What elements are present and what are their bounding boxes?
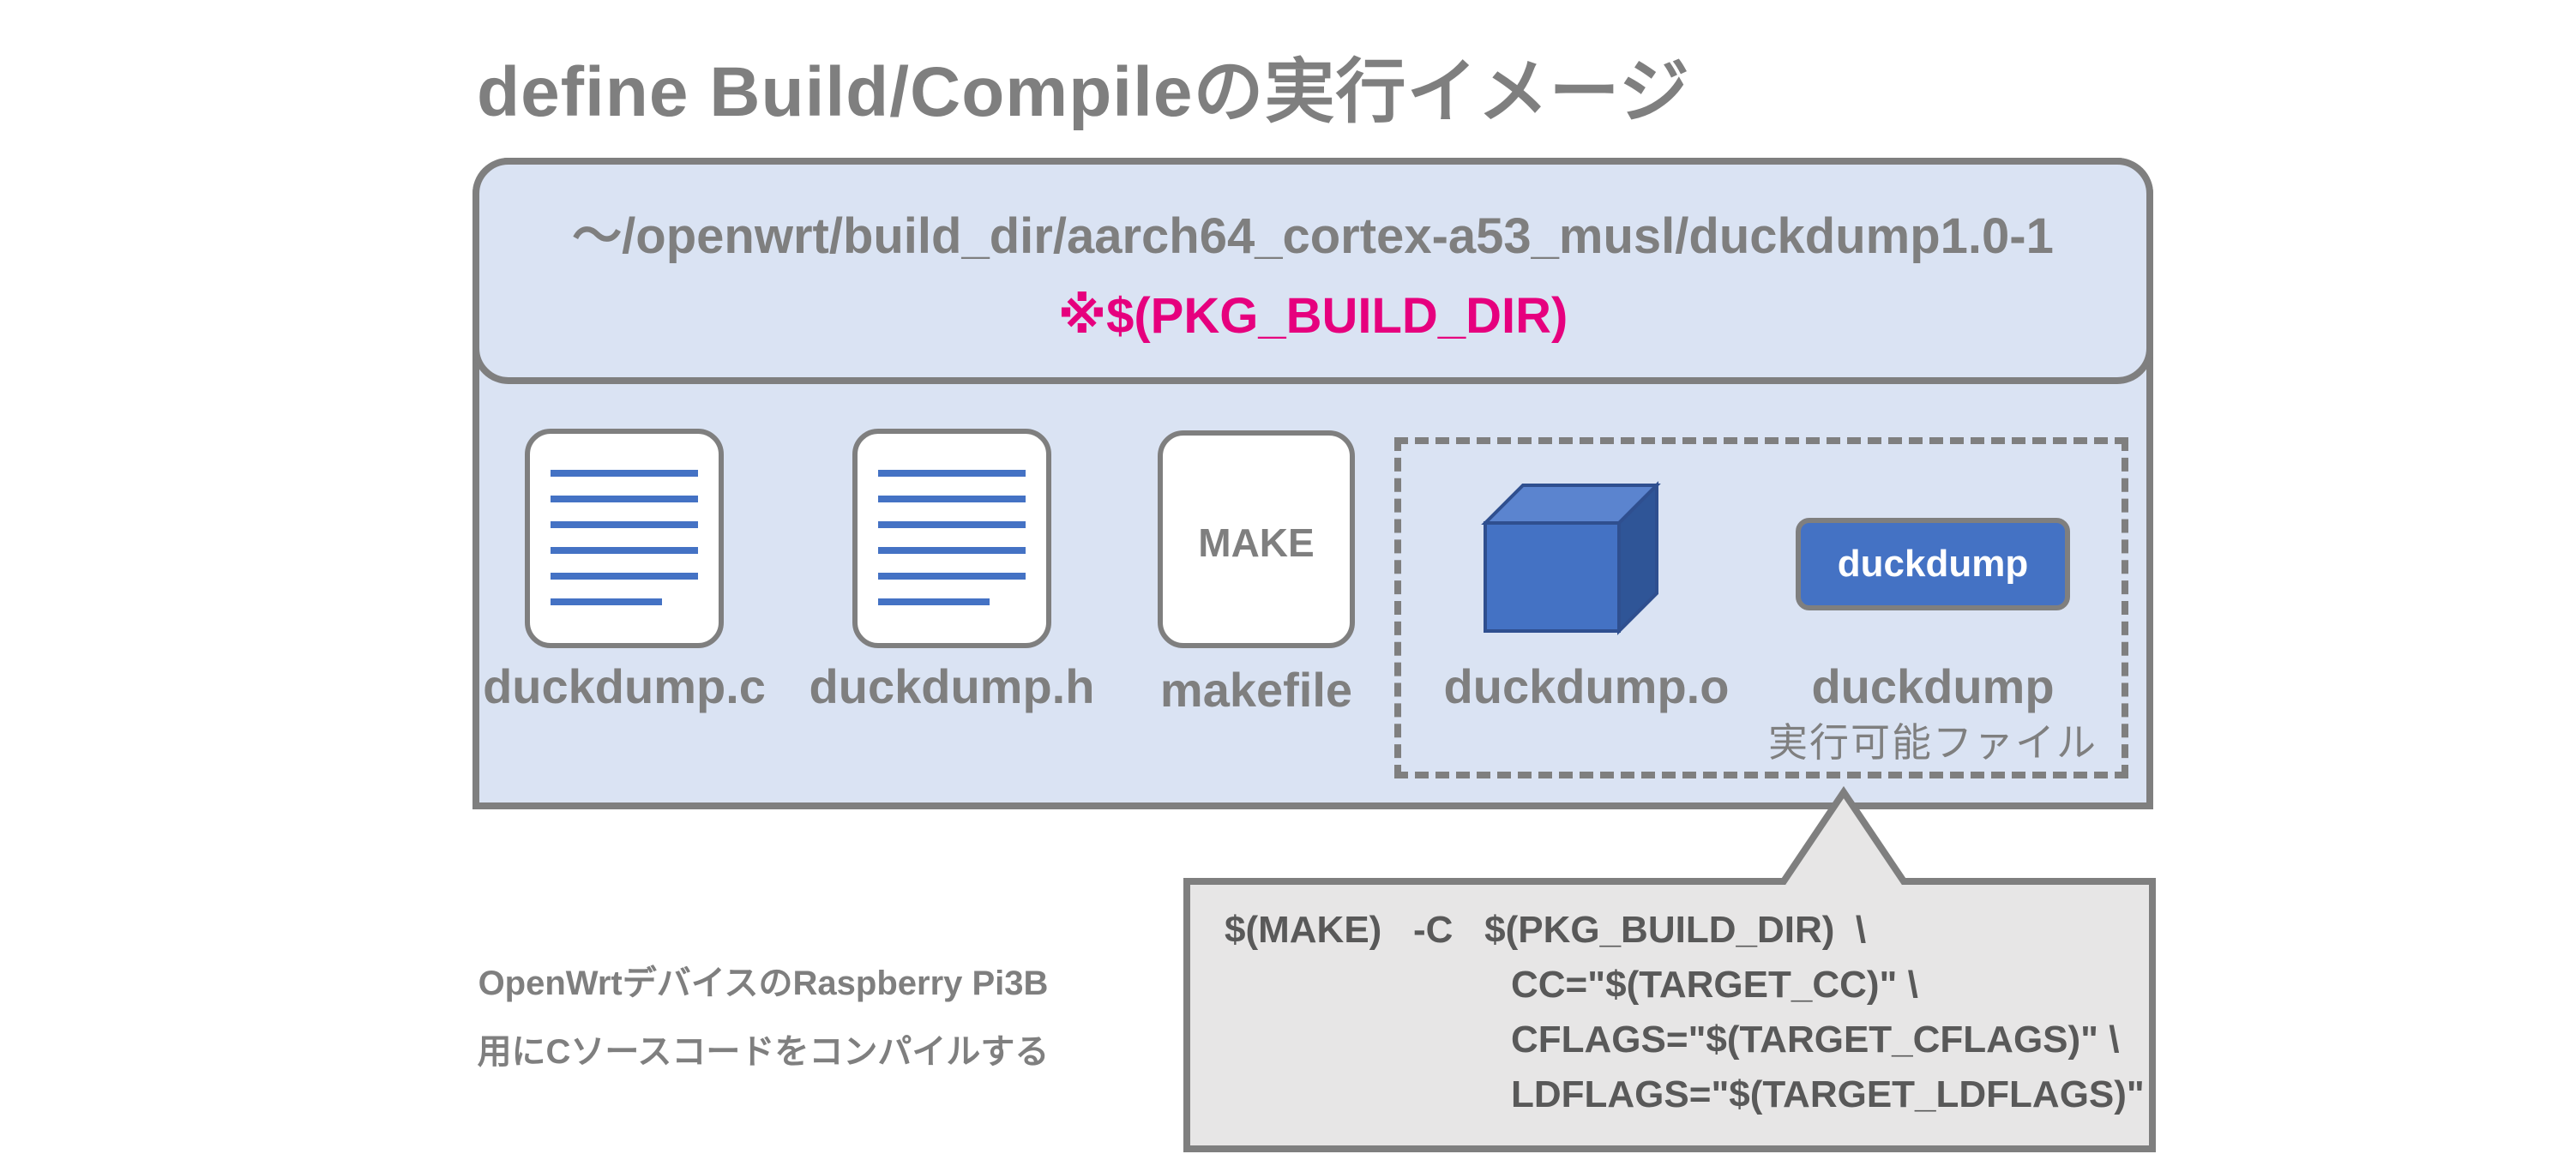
build-output-group [1394,437,2128,778]
text-file-icon [525,429,724,648]
command-callout [1183,785,2156,1152]
command-line-ldflags: LDFLAGS="$(TARGET_LDFLAGS)" [1511,1073,2145,1115]
executable-icon-label: duckdump [1837,543,2029,585]
command-line-cc: CC="$(TARGET_CC)" \ [1511,964,1918,1006]
executable-icon: duckdump [1796,518,2070,610]
makefile-icon-label: MAKE [1198,520,1315,565]
note-line-1: OpenWrtデバイスのRaspberry Pi3B [478,965,1049,1002]
page-title: define Build/Compileの実行イメージ [477,53,1690,131]
text-file-icon [852,429,1051,648]
makefile-icon: MAKE [1158,430,1355,648]
file-name-duckdump-h: duckdump.h [809,659,1095,713]
command-line-make: $(MAKE) -C $(PKG_BUILD_DIR) \ [1225,909,1867,951]
executable-subtitle: 実行可能ファイル [1768,720,2098,765]
cube-object-icon [1481,481,1661,635]
note-line-2: 用にCソースコードをコンパイルする [477,1033,1050,1071]
build-dir-path: ～/openwrt/build_dir/aarch64_cortex-a53_m… [572,208,2054,264]
file-name-duckdump-c: duckdump.c [483,659,766,713]
file-name-duckdump-o: duckdump.o [1443,659,1730,713]
command-line-cflags: CFLAGS="$(TARGET_CFLAGS)" \ [1511,1019,2120,1061]
pkg-build-dir-variable: ※$(PKG_BUILD_DIR) [1057,288,1568,344]
file-name-makefile: makefile [1159,663,1353,717]
file-name-duckdump: duckdump [1811,659,2055,713]
build-dir-header [472,158,2153,384]
